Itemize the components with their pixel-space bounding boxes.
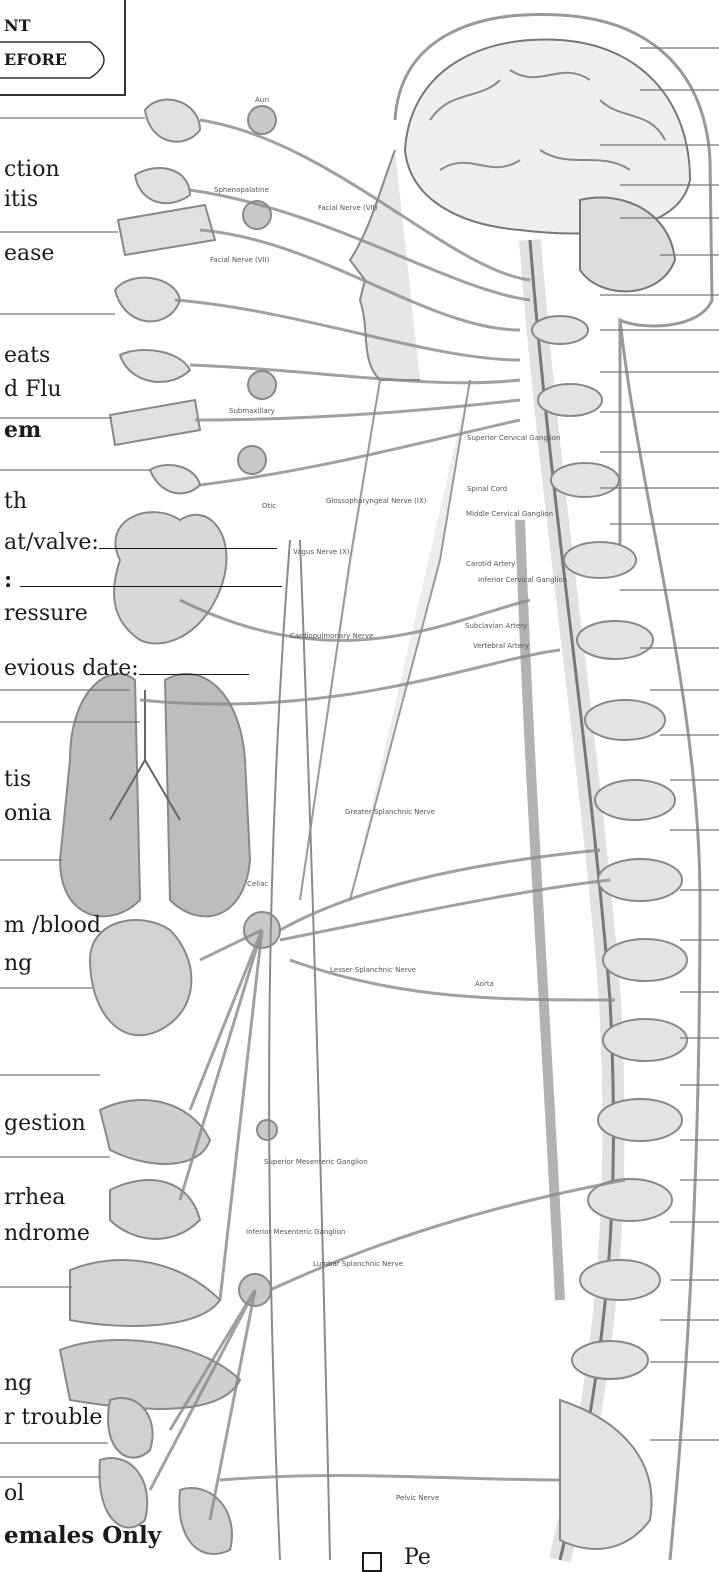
nerve-label: Auri	[255, 96, 269, 104]
symptom-text: onia	[4, 802, 52, 826]
nerve-label: Cardiopulmonary Nerve	[290, 632, 373, 640]
symptom-text: m /blood	[4, 914, 101, 938]
nerve-label: Pelvic Nerve	[396, 1494, 439, 1502]
symptom-label: :	[4, 567, 12, 593]
symptom-text: itis	[4, 188, 38, 212]
nerve-label: Vertebral Artery	[473, 642, 529, 650]
symptom-label: evious date:	[4, 656, 139, 681]
nerve-label: Submaxillary	[229, 407, 275, 415]
symptom-text: r trouble	[4, 1406, 102, 1430]
nerve-label: Middle Cervical Ganglion	[466, 510, 553, 518]
symptom-text: tis	[4, 768, 31, 792]
nerve-label: Vagus Nerve (X)	[293, 548, 350, 556]
nerve-label: Superior Mesenteric Ganglion	[264, 1158, 368, 1166]
checkbox[interactable]	[362, 1552, 382, 1572]
nerve-label: Lesser Splanchnic Nerve	[330, 966, 416, 974]
nerve-label: Glossopharyngeal Nerve (IX)	[326, 497, 426, 505]
nerve-label: Spinal Cord	[467, 485, 507, 493]
nerve-label: Otic	[262, 502, 276, 510]
symptom-text: ction	[4, 158, 60, 182]
symptom-text: th	[4, 490, 27, 514]
blank-line[interactable]	[139, 654, 249, 675]
symptom-text-with-blank: evious date:	[4, 654, 249, 681]
nerve-label: Aorta	[475, 980, 494, 988]
section-heading: em	[4, 418, 41, 442]
symptom-text: ease	[4, 242, 54, 266]
nerve-label: Celiac	[247, 880, 268, 888]
nerve-label: Carotid Artery	[466, 560, 515, 568]
symptom-text: ol	[4, 1482, 24, 1506]
section-heading: emales Only	[4, 1524, 161, 1548]
nerve-label: Subclavian Artery	[465, 622, 527, 630]
symptom-text-with-blank: :	[4, 566, 282, 592]
symptom-text-with-blank: at/valve:	[4, 528, 277, 555]
header-line-2: EFORE	[4, 50, 67, 69]
symptom-text: gestion	[4, 1112, 86, 1136]
nerve-label: Facial Nerve (VII)	[318, 204, 377, 212]
blank-line[interactable]	[99, 528, 277, 549]
nerve-label: Sphenopalatine	[214, 186, 269, 194]
nerve-label: Inferior Mesenteric Ganglion	[246, 1228, 345, 1236]
nerve-label: Inferior Cervical Ganglion	[478, 576, 567, 584]
symptom-text: eats	[4, 344, 50, 368]
blank-line[interactable]	[20, 566, 282, 587]
symptom-text: ng	[4, 1372, 32, 1396]
checkbox-label: Pe	[404, 1546, 431, 1570]
symptom-text: rrhea	[4, 1186, 65, 1210]
nerve-label: Facial Nerve (VII)	[210, 256, 269, 264]
nerve-label: Greater Splanchnic Nerve	[345, 808, 435, 816]
symptom-text: ressure	[4, 602, 88, 626]
nerve-label: Superior Cervical Ganglion	[467, 434, 561, 442]
symptom-text: ng	[4, 952, 32, 976]
symptom-text: ndrome	[4, 1222, 90, 1246]
symptom-text: d Flu	[4, 378, 62, 402]
nerve-label: Lumbar Splanchnic Nerve	[313, 1260, 403, 1268]
symptom-label: at/valve:	[4, 530, 99, 555]
header-line-1: NT	[4, 16, 31, 35]
